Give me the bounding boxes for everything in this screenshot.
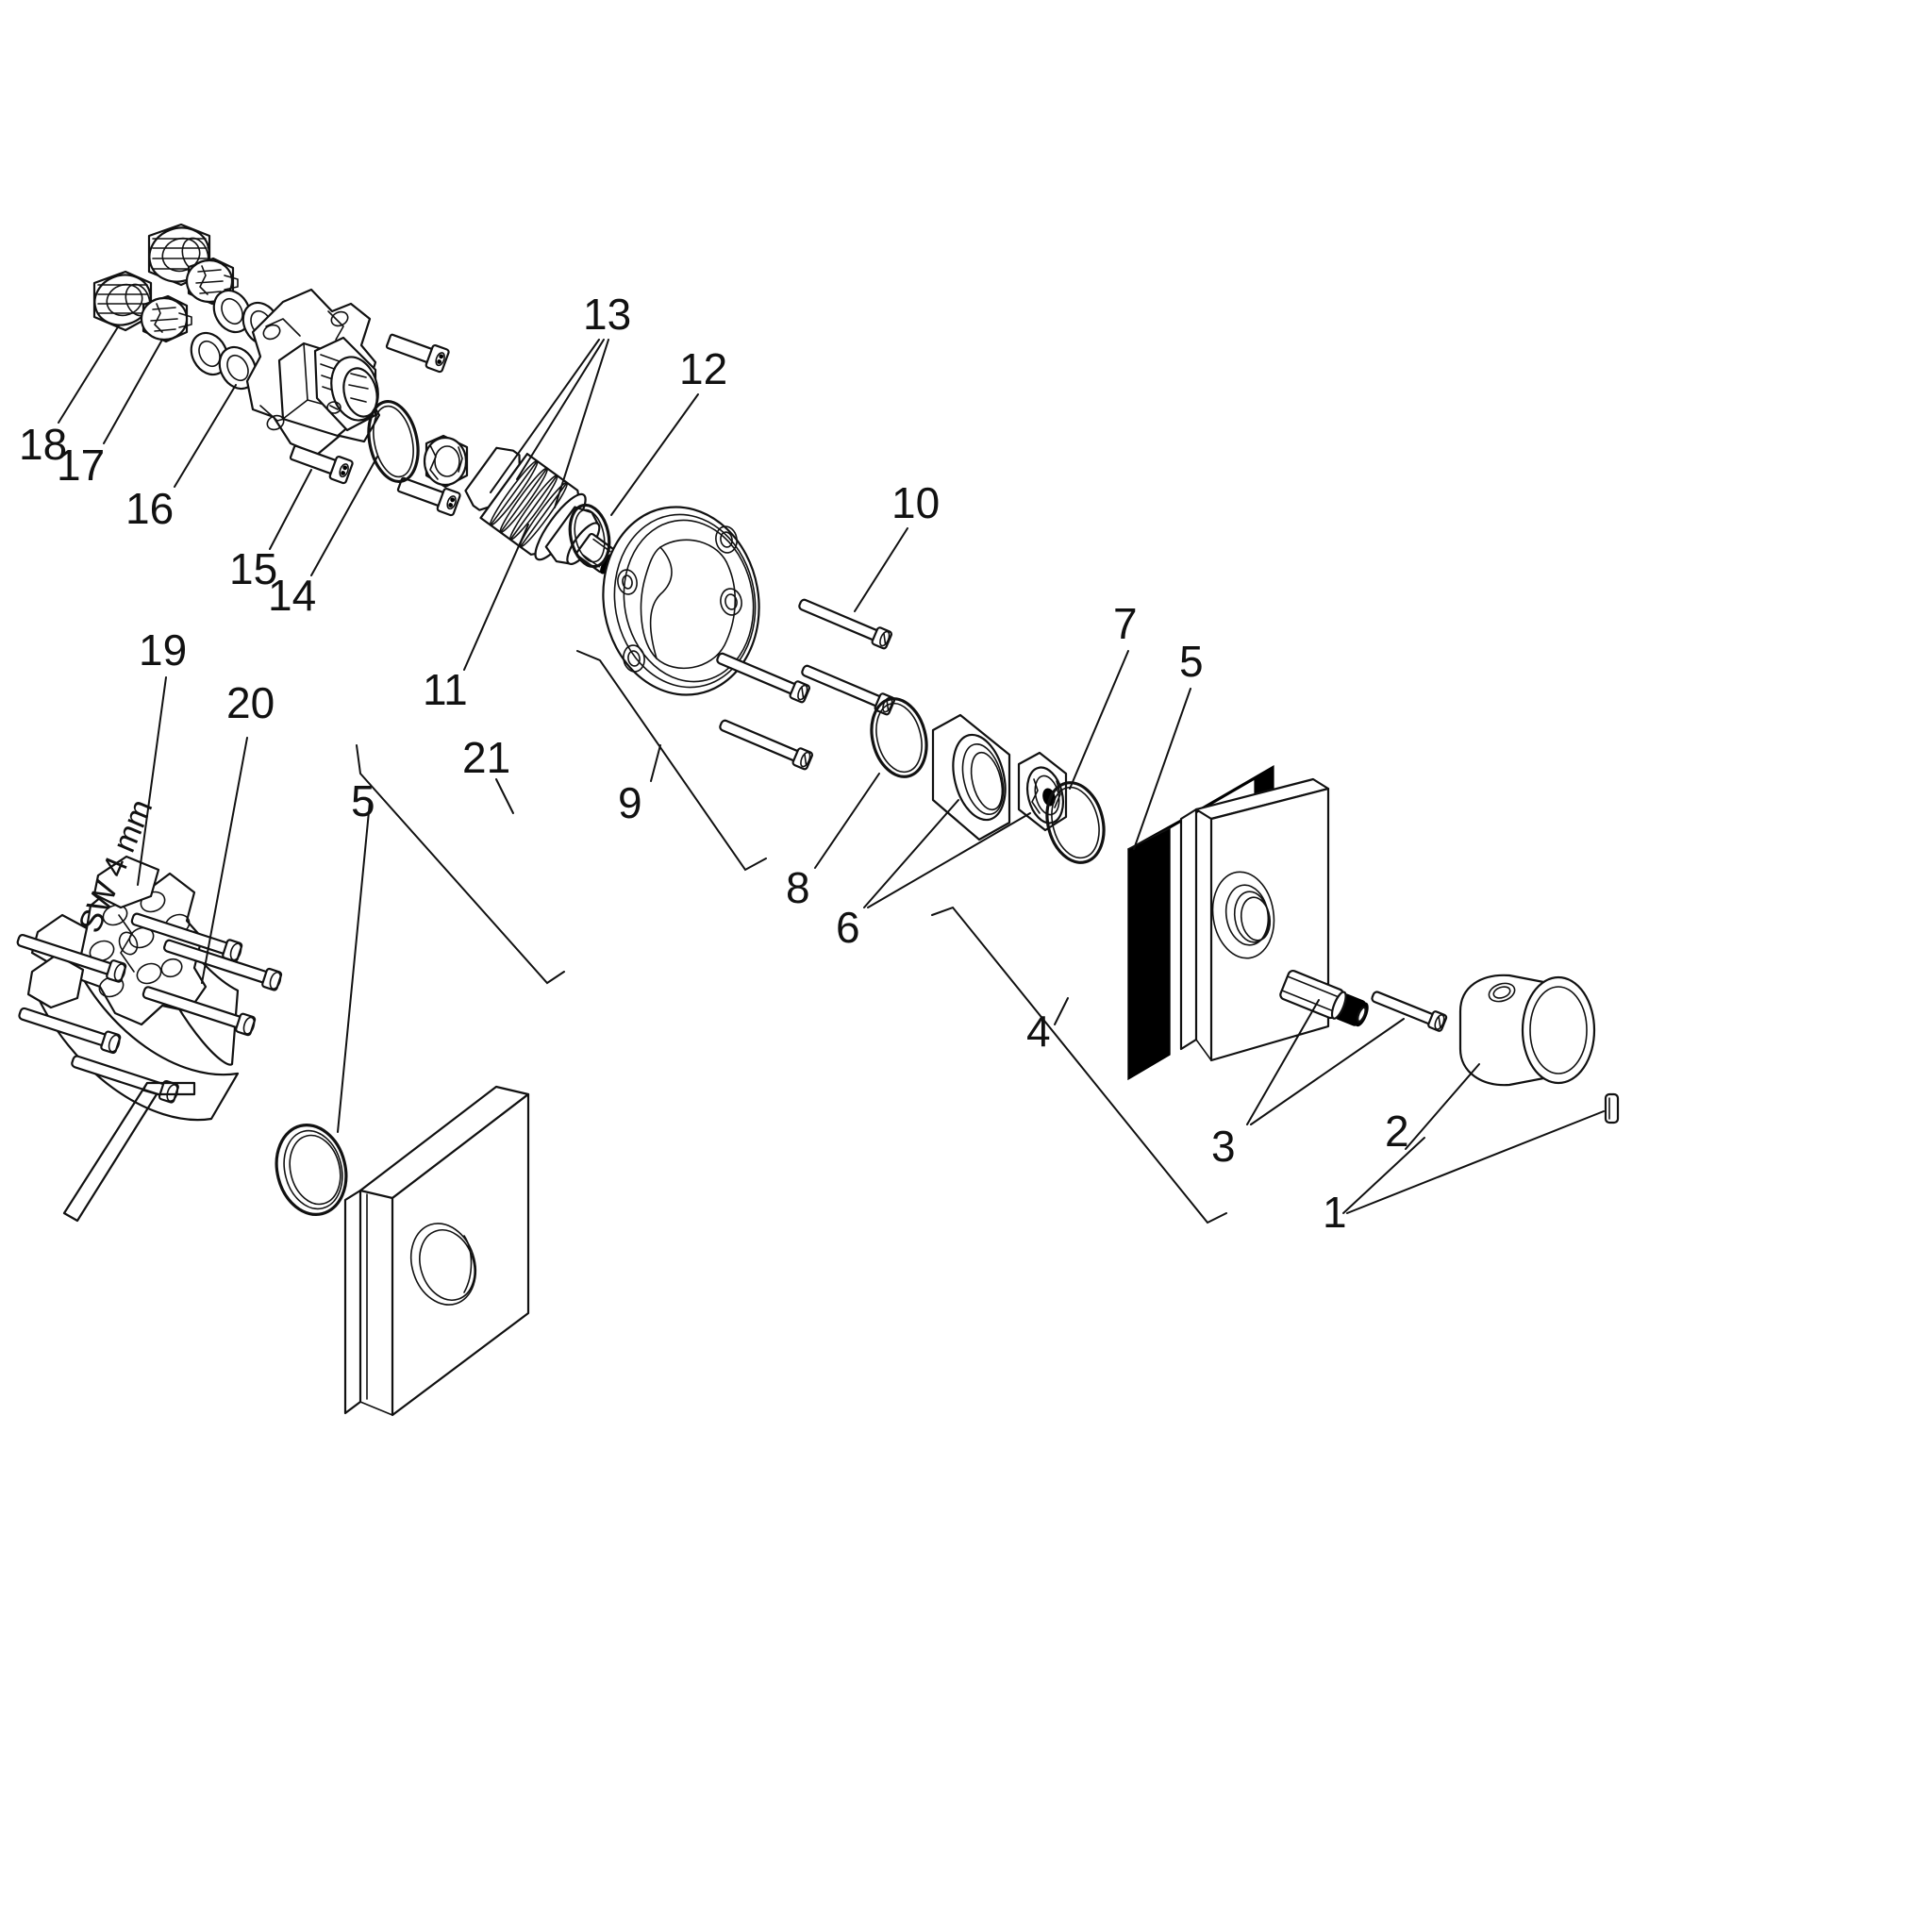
flange-boss-set (617, 525, 742, 673)
part-5-gasket-frame-right (1127, 764, 1274, 1081)
part-21-square-cover-plate (343, 1085, 530, 1417)
callout-14: 14 (268, 571, 317, 620)
callout-12: 12 (679, 344, 728, 393)
part-12-o-ring-stem (568, 503, 611, 569)
valve-body (245, 288, 381, 457)
mounting-bracket-group (16, 855, 283, 1223)
extension-sleeve-group (870, 697, 1106, 864)
callout-5-bottom: 5 (351, 776, 375, 825)
part-1-handle-pin (1604, 1092, 1620, 1124)
part-4-square-escutcheon-plate (1179, 777, 1330, 1062)
callout-1: 1 (1323, 1188, 1347, 1237)
part-6-extension-sleeve-large (931, 713, 1011, 841)
callout-7: 7 (1113, 599, 1138, 648)
callout-5-right: 5 (1179, 637, 1204, 686)
cartridge-assembly-group (423, 434, 619, 575)
callout-9: 9 (618, 778, 642, 827)
callout-13: 13 (583, 290, 632, 339)
callout-8: 8 (786, 863, 810, 912)
part-13-cartridge-body (464, 446, 619, 575)
callout-2: 2 (1385, 1107, 1409, 1156)
part-9-round-mounting-flange (602, 506, 760, 696)
part-18-connection-nipple (92, 270, 153, 332)
part-8-o-ring-sleeve (870, 697, 928, 778)
callout-3: 3 (1211, 1122, 1236, 1171)
part-3-handle-adapter-stem (1279, 969, 1369, 1027)
part-7-retaining-ring (1045, 781, 1106, 864)
callout-17: 17 (57, 441, 106, 490)
part-3-handle-set-screw (1371, 991, 1448, 1032)
hex-key-4mm-icon (62, 1081, 196, 1223)
handle-group (1279, 969, 1620, 1124)
part-10-long-mounting-screws (716, 598, 896, 771)
callout-20: 20 (226, 678, 275, 727)
part-11-cartridge-cap-sleeve (423, 434, 469, 489)
callout-16: 16 (125, 484, 175, 533)
part-2-handle-knob (1458, 974, 1596, 1087)
part-14-flat-gasket (367, 400, 420, 483)
callout-19: 19 (139, 625, 188, 675)
leader-lines-layer (58, 325, 1605, 1224)
flange-and-screw-group (602, 506, 896, 771)
callout-18: 18 (19, 420, 68, 469)
callout-4: 4 (1026, 1007, 1051, 1056)
part-17-check-valve-insert-1 (140, 294, 192, 343)
callout-21: 21 (462, 733, 511, 782)
part-6-extension-sleeve-small (1017, 751, 1068, 832)
valve-body-assembly-group (92, 223, 461, 517)
part-15-body-fixing-screws (289, 333, 461, 517)
callout-10: 10 (891, 478, 941, 527)
callout-6: 6 (836, 903, 860, 952)
callout-15: 15 (229, 544, 278, 593)
trim-plate-group (1127, 764, 1330, 1081)
callout-11: 11 (423, 665, 468, 714)
cover-plate-group (275, 1085, 530, 1417)
part-5-o-ring-cover-plate (275, 1124, 348, 1216)
part-20-bracket-screws (16, 912, 283, 1104)
